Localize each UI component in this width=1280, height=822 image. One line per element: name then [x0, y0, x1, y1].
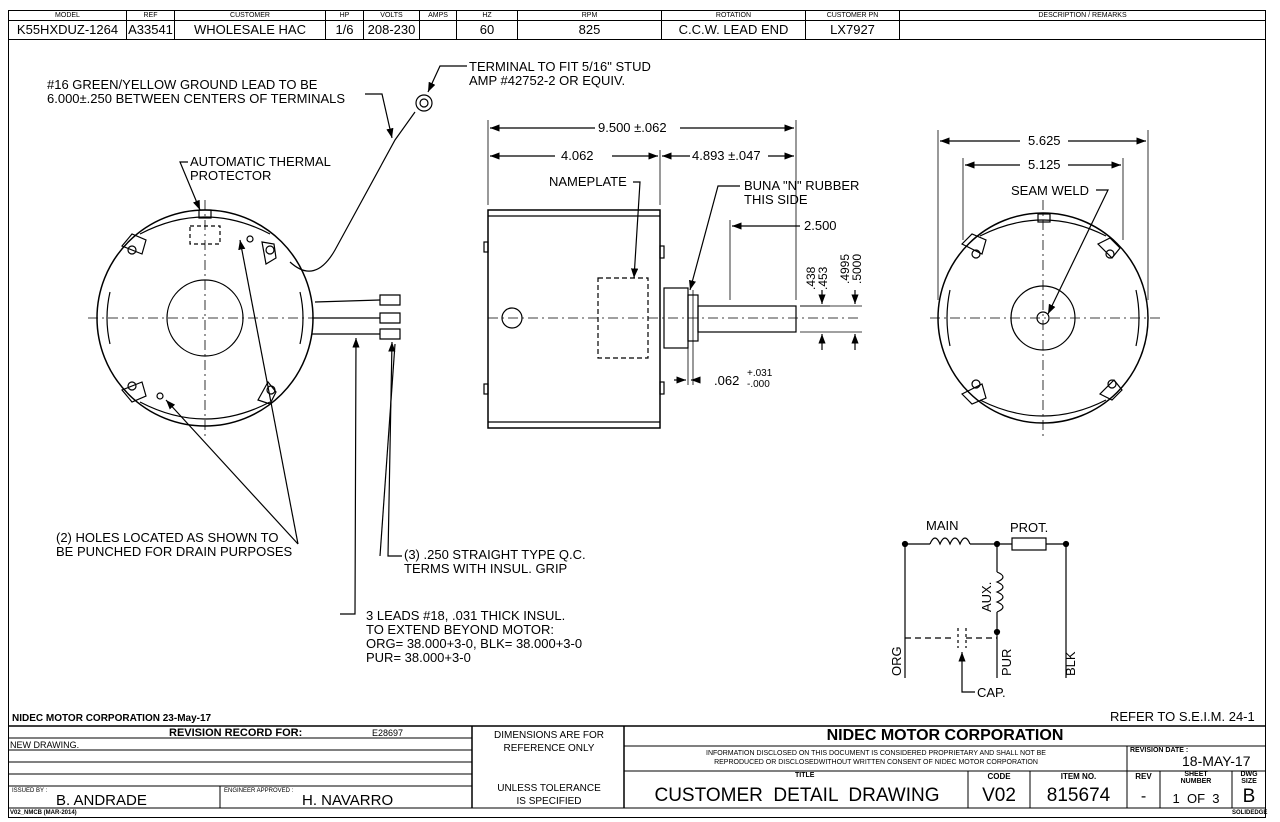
schematic-pur-label: PUR: [999, 648, 1014, 676]
schematic-prot-label: PROT.: [1010, 520, 1049, 535]
thermal-protector-note: AUTOMATIC THERMAL PROTECTOR: [190, 154, 331, 183]
right-end-view: [930, 130, 1160, 436]
dim-gap: .062: [714, 373, 740, 388]
model-value: K55HXDUZ-1264: [8, 20, 127, 40]
dim-shaft-length: 4.893 ±.047: [692, 148, 761, 163]
schematic-cap-label: CAP.: [977, 685, 1006, 700]
drain-holes-note: (2) HOLES LOCATED AS SHOWN TO BE PUNCHED…: [56, 530, 293, 559]
dim-shaft-dia-b: .5000: [850, 253, 864, 284]
drawing-title: CUSTOMER DETAIL DRAWING: [654, 785, 940, 806]
customer-value: WHOLESALE HAC: [174, 20, 326, 40]
buna-rubber-note: BUNA "N" RUBBER THIS SIDE: [744, 178, 860, 207]
company-date: NIDEC MOTOR CORPORATION 23-May-17: [12, 713, 212, 724]
dim-gap-tol-plus: +.031: [747, 368, 773, 379]
code-value: V02: [982, 785, 1016, 806]
dim-overall-length: 9.500 ±.062: [598, 120, 667, 135]
leads-note: 3 LEADS #18, .031 THICK INSUL. TO EXTEND…: [366, 608, 583, 665]
dim-outer-diameter: 5.625: [1028, 133, 1061, 148]
rpm-value: 825: [517, 20, 662, 40]
sheet-value: 1 OF 3: [1172, 791, 1220, 806]
title-block-lines: [8, 725, 1266, 809]
company-name: NIDEC MOTOR CORPORATION: [826, 727, 1064, 744]
wiring-schematic: [901, 537, 1070, 693]
dim-shaft-flat: 2.500: [804, 218, 837, 233]
item-label: ITEM NO.: [1060, 772, 1097, 781]
refer-note: REFER TO S.E.I.M. 24-1: [1110, 709, 1255, 724]
revision-date: 18-MAY-17: [1182, 753, 1251, 769]
volts-value: 208-230: [363, 20, 420, 40]
schematic-blk-label: BLK: [1063, 651, 1078, 676]
dim-body-length: 4.062: [561, 148, 594, 163]
code-label: CODE: [987, 772, 1011, 781]
left-end-view: [88, 65, 467, 615]
issued-by-label: ISSUED BY :: [12, 788, 48, 794]
proprietary-disclaimer: INFORMATION DISCLOSED ON THIS DOCUMENT I…: [706, 750, 1046, 766]
dim-gap-tol-minus: -.000: [747, 379, 770, 390]
tolerance-note: UNLESS TOLERANCE IS SPECIFIED: [497, 783, 601, 807]
form-code: V02_NMCB (MAR-2014): [10, 810, 77, 816]
dim-flat-dia-b: .453: [816, 266, 830, 290]
schematic-aux-label: AUX.: [979, 581, 994, 612]
dwg-size-label: DWG SIZE: [1240, 771, 1258, 785]
terms-note: (3) .250 STRAIGHT TYPE Q.C. TERMS WITH I…: [404, 547, 586, 576]
sheet-label: SHEET NUMBER: [1180, 771, 1212, 785]
cad-system: SOLIDEDGE: [1232, 810, 1268, 816]
schematic-org-label: ORG: [889, 646, 904, 676]
seam-weld-note: SEAM WELD: [1011, 183, 1090, 198]
revision-entry: NEW DRAWING.: [10, 740, 80, 750]
ground-lead-note: #16 GREEN/YELLOW GROUND LEAD TO BE 6.000…: [47, 77, 346, 106]
dwg-size-value: B: [1242, 786, 1256, 807]
nameplate-note: NAMEPLATE: [549, 174, 627, 189]
dimensions-ref-note: DIMENSIONS ARE FOR REFERENCE ONLY: [493, 730, 604, 754]
item-value: 815674: [1046, 785, 1111, 806]
ecn-number: E28697: [372, 728, 404, 738]
engineer-label: ENGINEER APPROVED :: [224, 788, 294, 794]
schematic-main-label: MAIN: [926, 518, 959, 533]
dim-bolt-diameter: 5.125: [1028, 157, 1061, 172]
title-label: TITLE: [795, 772, 815, 779]
ref-value: A33541: [126, 20, 175, 40]
rev-label: REV: [1135, 772, 1152, 781]
issued-by: B. ANDRADE: [56, 792, 147, 809]
rotation-value: C.C.W. LEAD END: [661, 20, 806, 40]
revision-record-label: REVISION RECORD FOR:: [169, 727, 303, 739]
terminal-note: TERMINAL TO FIT 5/16" STUD AMP #42752-2 …: [469, 59, 651, 88]
hz-value: 60: [456, 20, 518, 40]
header-table: MODEL REF CUSTOMER HP VOLTS AMPS HZ RPM …: [8, 10, 1266, 40]
description-value: [899, 20, 1266, 40]
rev-value: -: [1140, 788, 1147, 805]
side-view: [483, 120, 862, 429]
revision-date-label: REVISION DATE :: [1130, 747, 1189, 754]
engineer: H. NAVARRO: [302, 792, 394, 809]
